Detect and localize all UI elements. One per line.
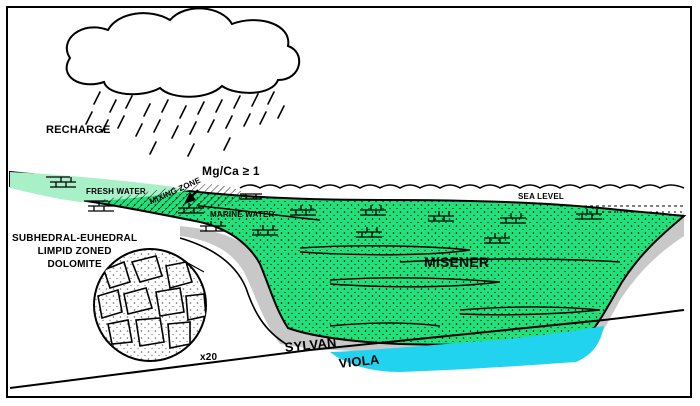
mg-ca-arrow	[184, 189, 199, 204]
recharge-label: RECHARGE	[46, 124, 111, 136]
misener-label: MISENER	[424, 254, 490, 270]
sylvan-upper-edge	[179, 237, 287, 345]
fresh-water-label: FRESH WATER	[86, 187, 146, 196]
sylvan-boundary	[9, 309, 685, 389]
mg-ca-relation: ≥	[242, 164, 250, 178]
mg-ca-value: 1	[252, 164, 260, 178]
brick-symbols	[46, 176, 602, 244]
dolomite-label-line3: DOLOMITE	[47, 259, 102, 270]
sea-surface	[239, 184, 685, 189]
magnification-label: x20	[200, 352, 218, 363]
sea-level-label: SEA LEVEL	[518, 192, 564, 201]
dolomite-label-line2: LIMPID ZONED	[37, 246, 112, 257]
dolomite-circle	[93, 248, 207, 362]
rain-streaks	[85, 91, 285, 157]
mg-ca-prefix: Mg/Ca	[202, 164, 239, 178]
cloud	[65, 7, 301, 98]
viola-layer	[330, 326, 604, 372]
sediment-lenses	[199, 205, 621, 327]
dolomite-label: SUBHEDRAL-EUHEDRAL LIMPID ZONED DOLOMITE	[12, 232, 137, 271]
mg-ca-label: Mg/Ca ≥ 1	[202, 164, 260, 178]
dolomite-label-line1: SUBHEDRAL-EUHEDRAL	[12, 233, 138, 244]
marine-water-label: MARINE WATER	[210, 210, 275, 219]
